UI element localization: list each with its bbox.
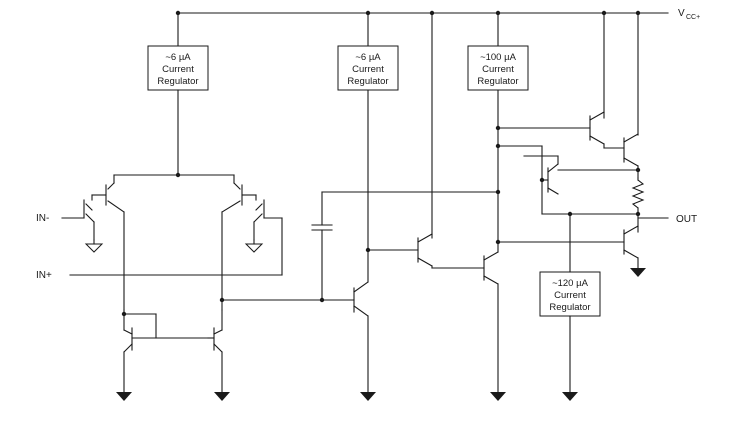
output-stage: [495, 111, 669, 401]
svg-text:Current: Current: [554, 290, 586, 301]
svg-text:Regulator: Regulator: [549, 302, 590, 313]
svg-text:Current: Current: [352, 64, 384, 75]
svg-text:IN+: IN+: [36, 270, 52, 281]
svg-text:Regulator: Regulator: [347, 76, 388, 87]
svg-text:CC+: CC+: [686, 14, 700, 21]
regulator-120ua: ~120 µA Current Regulator: [539, 271, 601, 317]
input-stage: [61, 89, 283, 311]
in-plus-pin: IN+: [36, 270, 52, 281]
out-pin: OUT: [676, 214, 697, 225]
svg-text:~6 µA: ~6 µA: [355, 52, 381, 63]
regulator-6ua-left: ~6 µA Current Regulator: [147, 45, 209, 91]
svg-text:IN-: IN-: [36, 213, 49, 224]
regulator-100ua: ~100 µA Current Regulator: [467, 45, 529, 91]
vcc-rail: [175, 10, 669, 239]
driver-stage: [367, 89, 506, 401]
regulator-6ua-right: ~6 µA Current Regulator: [337, 45, 399, 91]
vcc-label: V CC+: [678, 8, 700, 21]
gain-stage: [219, 89, 501, 401]
current-mirror: [116, 309, 230, 401]
svg-text:~6 µA: ~6 µA: [165, 52, 191, 63]
svg-text:Regulator: Regulator: [477, 76, 518, 87]
svg-text:V: V: [678, 8, 685, 19]
svg-text:Current: Current: [162, 64, 194, 75]
svg-text:~100 µA: ~100 µA: [480, 52, 517, 63]
svg-text:OUT: OUT: [676, 214, 697, 225]
svg-text:~120 µA: ~120 µA: [552, 278, 589, 289]
svg-text:Current: Current: [482, 64, 514, 75]
in-minus-pin: IN-: [36, 213, 49, 224]
svg-text:Regulator: Regulator: [157, 76, 198, 87]
